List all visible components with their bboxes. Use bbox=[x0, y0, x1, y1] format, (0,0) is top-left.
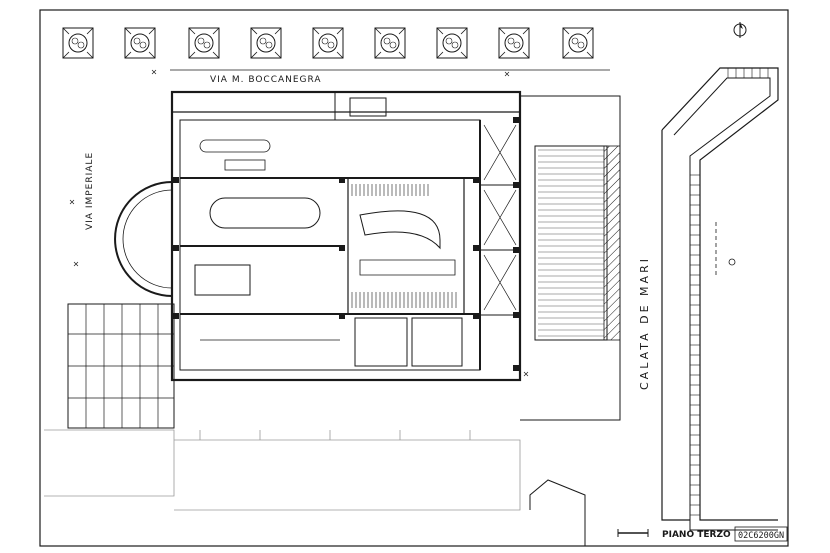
pier-outline bbox=[661, 67, 779, 531]
tree-icon bbox=[374, 27, 406, 59]
hatched-strip bbox=[603, 145, 621, 341]
notch-building bbox=[529, 479, 586, 546]
column bbox=[513, 117, 519, 123]
tree-icon bbox=[312, 27, 344, 59]
street-label-boccanegra: VIA M. BOCCANEGRA bbox=[210, 75, 322, 85]
tree-icon bbox=[498, 27, 530, 59]
structural-columns bbox=[173, 117, 519, 371]
exhibit-table-2 bbox=[194, 264, 251, 296]
column bbox=[513, 247, 519, 253]
exhibit-table-1 bbox=[209, 197, 321, 229]
tree-icon bbox=[250, 27, 282, 59]
main-building bbox=[170, 90, 522, 382]
survey-markers bbox=[69, 69, 529, 377]
street-label-imperiale: VIA IMPERIALE bbox=[85, 152, 95, 230]
north-arrow-icon bbox=[733, 22, 747, 38]
lower-building-outline bbox=[44, 429, 521, 511]
column bbox=[173, 177, 179, 183]
column bbox=[473, 177, 479, 183]
drawing-code: 02C6200GN bbox=[738, 531, 784, 541]
column bbox=[339, 245, 345, 251]
central-court bbox=[347, 177, 465, 315]
column bbox=[173, 245, 179, 251]
tree-row bbox=[62, 27, 594, 59]
stair-court bbox=[351, 184, 457, 308]
lower-left-block bbox=[67, 303, 175, 429]
apse-outer bbox=[114, 181, 173, 297]
scale-bar bbox=[617, 529, 649, 537]
column bbox=[339, 177, 345, 183]
floor-title: PIANO TERZO bbox=[662, 530, 731, 540]
tree-icon bbox=[562, 27, 594, 59]
column bbox=[513, 312, 519, 318]
bay-crosses bbox=[483, 124, 517, 311]
code-box bbox=[734, 526, 788, 542]
sheet-border bbox=[39, 9, 789, 547]
column bbox=[473, 245, 479, 251]
apse-inner bbox=[122, 189, 173, 289]
stair-block-top bbox=[349, 97, 387, 117]
tree-icon bbox=[188, 27, 220, 59]
column bbox=[513, 365, 519, 371]
tree-icon bbox=[436, 27, 468, 59]
building-outer-wall bbox=[170, 90, 522, 382]
column bbox=[473, 313, 479, 319]
tree-icon bbox=[62, 27, 94, 59]
column bbox=[513, 182, 519, 188]
column bbox=[173, 313, 179, 319]
ramp-area bbox=[520, 95, 621, 421]
waterfront-label-calata: CALATA DE MARI bbox=[638, 256, 651, 390]
section-marker bbox=[715, 222, 736, 278]
tree-icon bbox=[124, 27, 156, 59]
column bbox=[339, 313, 345, 319]
